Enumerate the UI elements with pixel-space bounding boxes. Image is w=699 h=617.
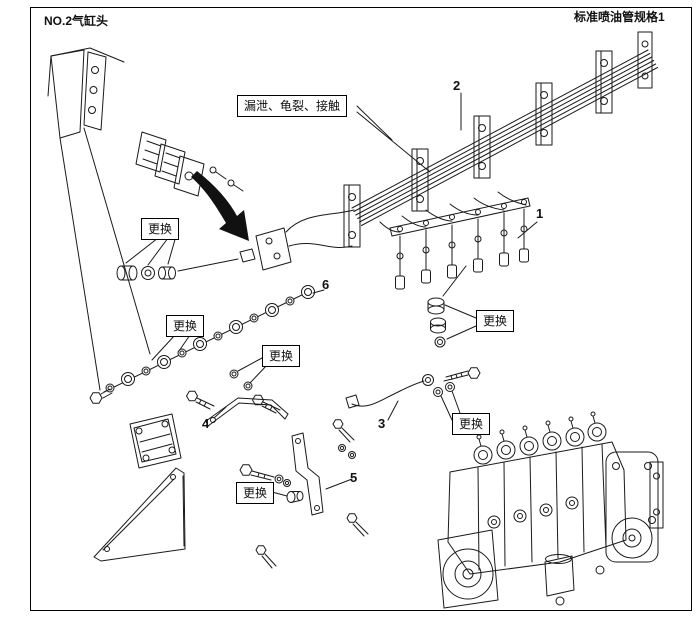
pipe-bundle: [351, 49, 658, 226]
gusset-bracket: [93, 467, 186, 562]
bracket-5: [239, 419, 369, 569]
page-frame: [30, 7, 692, 611]
top-left-label: NO.2气缸头: [44, 14, 109, 28]
gasket-stack: [135, 131, 244, 197]
pipe-clamps: [343, 31, 653, 248]
injection-pump: [437, 411, 664, 609]
part-number-5: 5: [350, 470, 358, 485]
washer-chain: [89, 285, 315, 404]
callout-replace-fittings: 更换: [141, 218, 180, 240]
top-right-label: 标准喷油管规格1: [574, 10, 665, 24]
part-number-4: 4: [202, 416, 210, 431]
callout-replace-washers-pipe3: 更换: [452, 413, 491, 435]
union-fittings: [116, 209, 355, 281]
callout-replace-washers-mid: 更换: [262, 345, 301, 367]
pipe-3: [345, 367, 481, 409]
fuel-rail: [379, 191, 531, 290]
part-number-1: 1: [536, 206, 544, 221]
part-number-2: 2: [453, 78, 461, 93]
leader-lines: [125, 92, 538, 497]
part-number-6: 6: [322, 277, 330, 292]
callout-inspect-leak: 漏泄、龟裂、接触: [237, 95, 348, 117]
sleeve-stack: [427, 265, 467, 348]
direction-arrow: [191, 171, 249, 241]
part-number-3: 3: [378, 416, 386, 431]
callout-replace-washers-left: 更换: [166, 315, 205, 337]
mounting-plate: [129, 413, 182, 469]
callout-replace-sleeve: 更换: [476, 310, 515, 332]
bracket-4: [186, 369, 289, 427]
cylinder-head-view: [47, 47, 151, 391]
callout-replace-fitting-bracket5: 更换: [236, 482, 275, 504]
